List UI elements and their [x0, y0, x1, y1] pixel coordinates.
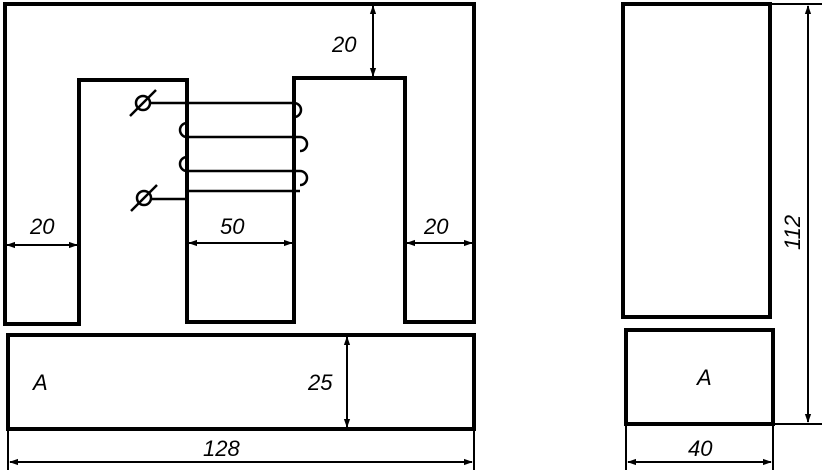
coil-winding: [150, 101, 309, 201]
yoke-label-side: A: [695, 365, 712, 390]
dim-label-left-leg: 20: [29, 214, 55, 239]
dim-label-side-height: 112: [780, 215, 805, 250]
dim-label-right-leg: 20: [423, 214, 449, 239]
e-core-outline: [3, 2, 476, 326]
dim-label-top-yoke: 20: [331, 32, 357, 57]
terminal-symbol-top: [129, 89, 157, 117]
yoke-a-front: [6, 333, 476, 431]
dim-label-yoke-a: 25: [307, 370, 333, 395]
dim-label-overall-width: 128: [203, 436, 240, 461]
dim-label-side-depth: 40: [688, 436, 713, 461]
terminal-symbol-bottom: [130, 184, 158, 212]
dim-label-window: 50: [220, 214, 245, 239]
side-core: [621, 2, 772, 319]
yoke-a-side: [624, 328, 775, 426]
yoke-label-front: A: [31, 370, 48, 395]
